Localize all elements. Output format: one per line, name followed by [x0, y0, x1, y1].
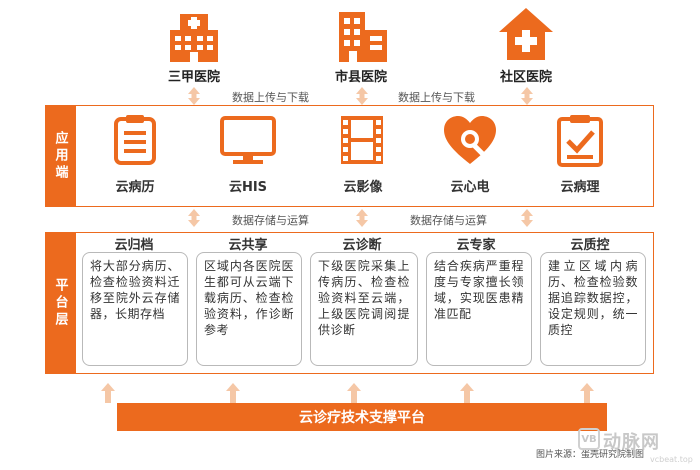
film-strip-icon [341, 116, 383, 164]
up-arrow [580, 383, 594, 403]
service-description: 将大部分病历、检查检验资料迁移至院外云存储器，长期存档 [82, 252, 188, 366]
flow-label-upload: 数据上传与下载 [232, 91, 309, 104]
platform-layer-frame [75, 232, 654, 374]
monitor-icon [220, 116, 276, 164]
city-building-icon [339, 12, 387, 62]
service-description: 下级医院采集上传病历、检查检验资料至云端，上级医院调阅提供诊断 [310, 252, 418, 366]
watermark-site: vcbeat.top [650, 455, 693, 464]
app-layer-label: 应用端 [45, 105, 75, 207]
app-layer-frame [75, 105, 654, 207]
platform-layer-label: 平台层 [45, 232, 75, 374]
up-down-arrow [188, 209, 200, 227]
watermark-badge: VB [578, 428, 600, 450]
hospital-label: 市县医院 [334, 70, 387, 85]
checklist-icon [557, 115, 603, 167]
app-label: 云病历 [115, 180, 155, 195]
service-description: 建立区域内病历、检查检验数据追踪数据控，设定规则，统一质控 [540, 252, 646, 366]
up-down-arrow [521, 209, 533, 227]
up-arrow [226, 383, 240, 403]
up-down-arrow [356, 209, 368, 227]
app-label: 云影像 [343, 180, 383, 195]
app-label: 云HIS [228, 180, 268, 195]
up-arrow [347, 383, 361, 403]
hospital-label: 三甲医院 [167, 70, 220, 85]
service-title: 云归档 [114, 238, 154, 253]
watermark-brand: 动脉网 [603, 432, 660, 453]
service-title: 云质控 [570, 238, 610, 253]
support-platform-bar: 云诊疗技术支撑平台 [117, 403, 607, 431]
clinic-house-icon [499, 8, 553, 60]
up-arrow [460, 383, 474, 403]
app-label: 云心电 [450, 180, 490, 195]
hospital-label: 社区医院 [499, 70, 552, 85]
flow-label-storage: 数据存储与运算 [410, 214, 487, 227]
up-down-arrow [356, 87, 368, 105]
flow-label-storage: 数据存储与运算 [232, 214, 309, 227]
app-label: 云病理 [560, 180, 600, 195]
up-arrow [101, 383, 115, 403]
clipboard-icon [114, 115, 156, 165]
hospital-building-icon [170, 14, 218, 62]
image-credit: 图片来源：蛋壳研究院制图 [536, 450, 645, 460]
service-title: 云共享 [228, 238, 268, 253]
service-title: 云专家 [456, 238, 496, 253]
service-title: 云诊断 [342, 238, 382, 253]
service-description: 结合疾病严重程度与专家擅长领域，实现医患精准匹配 [426, 252, 532, 366]
flow-label-upload: 数据上传与下载 [398, 91, 475, 104]
service-description: 区域内各医院医生都可从云端下载病历、检查检验资料，作诊断参考 [196, 252, 302, 366]
heart-search-icon [444, 116, 496, 164]
up-down-arrow [521, 87, 533, 105]
up-down-arrow [188, 87, 200, 105]
